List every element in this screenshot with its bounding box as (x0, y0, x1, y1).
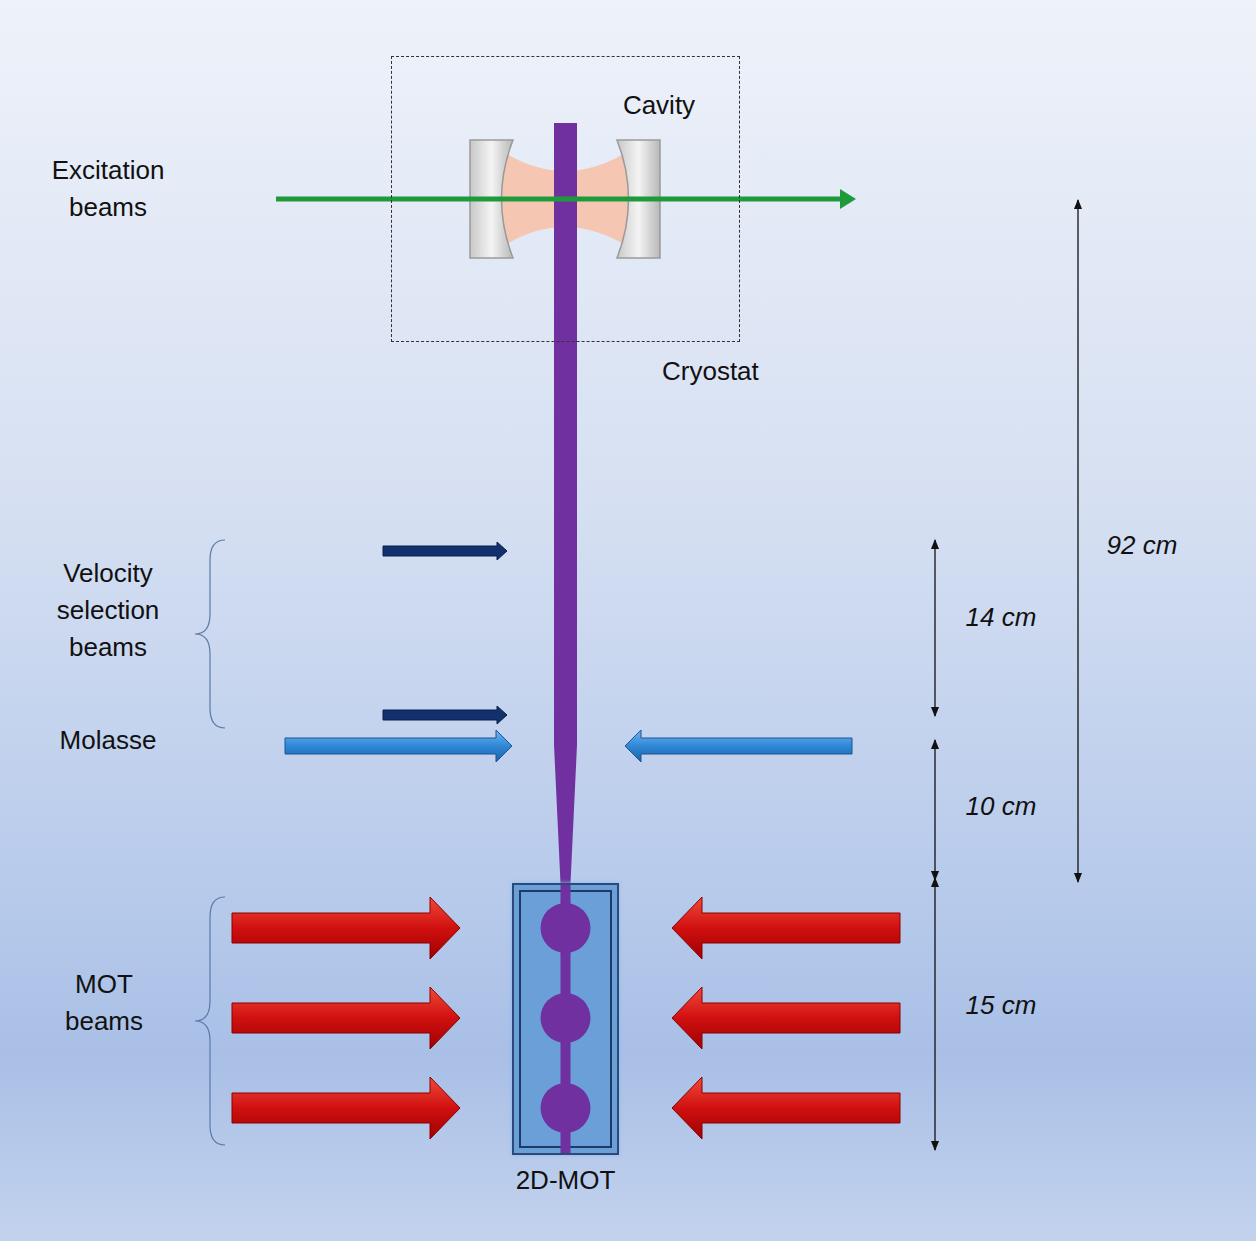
dimension-label: 14 cm (966, 599, 1037, 636)
mot-beam (672, 1077, 900, 1139)
molasse-beam (625, 730, 852, 762)
part-label: Velocity selection beams (33, 555, 183, 666)
mot-interior (514, 885, 617, 1153)
atom-cloud (541, 1083, 591, 1133)
excitation-beam (276, 197, 845, 202)
dimension-label: 92 cm (1107, 527, 1178, 564)
atom-beam (554, 123, 577, 343)
mot-beam (232, 1077, 460, 1139)
dimension-arrow (934, 740, 935, 880)
inner-cell (520, 891, 611, 1147)
mot-beam (672, 897, 900, 959)
node-label: Cryostat (662, 353, 759, 390)
dimension-arrow (934, 878, 935, 1150)
atom-beam (554, 342, 577, 883)
part-label: MOT beams (49, 966, 159, 1040)
dimension-label: 10 cm (966, 788, 1037, 825)
atom-cloud (541, 903, 591, 953)
dimension-label: 15 cm (966, 987, 1037, 1024)
velocity-selection-beam (383, 542, 507, 560)
mot-chamber: 2D-MOT (512, 883, 619, 1155)
mot-beam (672, 987, 900, 1049)
excitation-beam-head (840, 189, 856, 209)
atom-cloud (541, 993, 591, 1043)
part-label: Excitation beams (33, 152, 183, 226)
brace (195, 897, 225, 1145)
molasse-beam (285, 730, 512, 762)
dimension-arrow (1077, 200, 1078, 882)
part-label: Molasse (60, 722, 157, 759)
dimension-arrow (934, 540, 935, 716)
mot-beam (232, 897, 460, 959)
velocity-selection-beam (383, 706, 507, 724)
part-label: Cavity (623, 87, 695, 124)
node-label: 2D-MOT (516, 1162, 616, 1199)
brace (195, 540, 225, 728)
mot-beam (232, 987, 460, 1049)
